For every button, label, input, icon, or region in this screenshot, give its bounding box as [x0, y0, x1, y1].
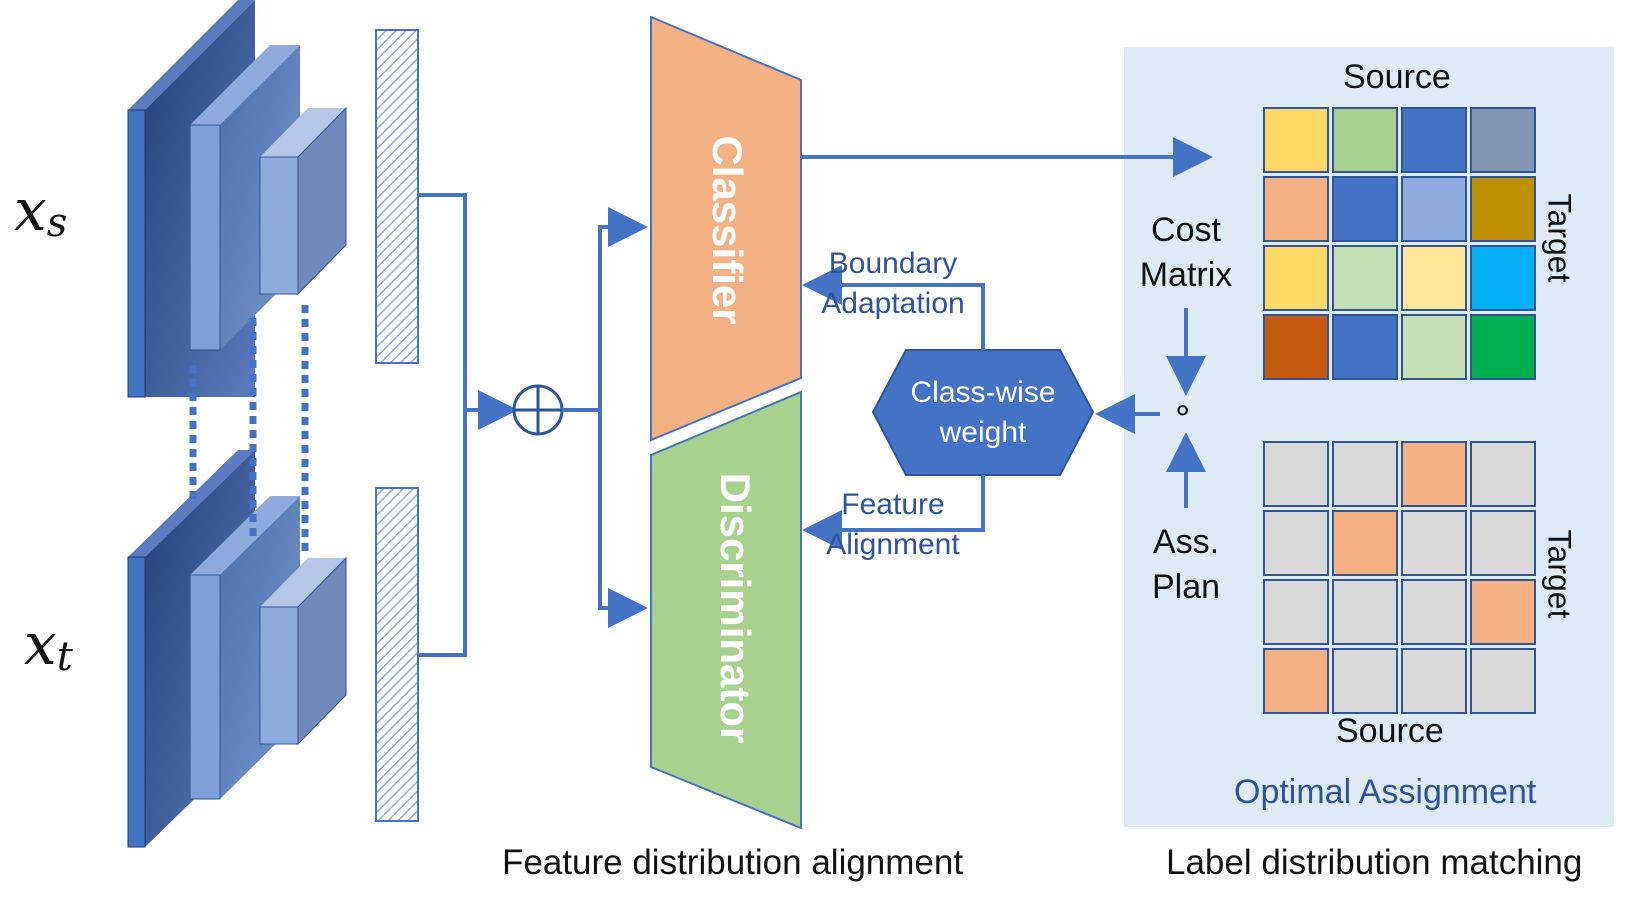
feature-alignment-label: Feature Alignment — [808, 485, 978, 565]
feature-distribution-caption: Feature distribution alignment — [502, 843, 964, 882]
target-block-mid-side — [189, 574, 221, 800]
cost-matrix-source-label: Source — [1343, 58, 1451, 96]
plan-matrix-cell-3-1 — [1332, 648, 1398, 714]
to-classifier-arrow — [598, 207, 648, 410]
plan-matrix-cell-0-1 — [1332, 441, 1398, 507]
cost-matrix-cell-1-0 — [1263, 176, 1329, 242]
plan-matrix-cell-2-1 — [1332, 579, 1398, 645]
boundary-line1: Boundary — [828, 247, 958, 280]
source-input-label: xs — [14, 176, 68, 246]
optimal-assignment-title: Optimal Assignment — [1234, 773, 1537, 811]
feature-line2: Alignment — [826, 528, 960, 561]
class-wise-weight-label: Class-wise weight — [910, 373, 1055, 453]
cost-matrix-cell-1-2 — [1401, 176, 1467, 242]
plan-matrix-cell-3-0 — [1263, 648, 1329, 714]
cost-matrix-cell-3-3 — [1470, 314, 1536, 380]
discriminator-label: Discriminator — [712, 472, 759, 744]
plan-matrix-cell-0-3 — [1470, 441, 1536, 507]
cost-line2: Matrix — [1139, 256, 1233, 294]
plan-line1: Ass. — [1152, 523, 1220, 561]
plan-matrix-cell-1-0 — [1263, 510, 1329, 576]
plan-matrix-cell-2-0 — [1263, 579, 1329, 645]
target-feature-vector — [375, 487, 419, 822]
source-block-small-side — [259, 156, 299, 295]
boundary-adaptation-label: Boundary Adaptation — [808, 244, 978, 324]
plan-target-label: Target — [1541, 529, 1578, 619]
source-feature-vector — [375, 29, 419, 364]
feature-connectors — [418, 193, 518, 657]
plan-matrix-cell-0-2 — [1401, 441, 1467, 507]
plan-matrix-cell-2-3 — [1470, 579, 1536, 645]
cost-matrix-cell-1-1 — [1332, 176, 1398, 242]
source-block-mid-top — [190, 45, 300, 125]
cost-matrix-cell-0-0 — [1263, 107, 1329, 173]
target-cnn-stack — [127, 450, 347, 848]
target-block-large-side — [127, 556, 146, 848]
hadamard-operator: ∘ — [1172, 391, 1194, 429]
source-feature-connector — [418, 193, 467, 410]
feedback-arrows — [802, 265, 1206, 550]
cost-matrix-cell-3-2 — [1401, 314, 1467, 380]
assignment-plan-matrix — [1263, 441, 1536, 714]
target-input-label: xt — [24, 610, 73, 680]
feature-line1: Feature — [841, 488, 945, 521]
source-block-large-top — [128, 0, 255, 110]
plan-matrix-cell-1-3 — [1470, 510, 1536, 576]
target-block-small-side — [259, 606, 299, 745]
plan-source-label: Source — [1336, 712, 1444, 750]
plan-matrix-cell-1-1 — [1332, 510, 1398, 576]
target-block-mid-top — [190, 496, 300, 575]
cost-matrix-label: Cost Matrix — [1126, 208, 1246, 298]
cost-line1: Cost — [1151, 211, 1221, 249]
class-wise-weight-line2: weight — [939, 416, 1027, 449]
cost-matrix-cell-2-1 — [1332, 245, 1398, 311]
label-distribution-caption: Label distribution matching — [1166, 843, 1583, 882]
plan-matrix-cell-0-0 — [1263, 441, 1329, 507]
target-input-subscript: t — [56, 634, 73, 680]
plan-matrix-cell-1-2 — [1401, 510, 1467, 576]
cost-matrix-cell-2-0 — [1263, 245, 1329, 311]
boundary-adaptation-arrow — [802, 265, 985, 350]
cost-matrix-target-label: Target — [1541, 193, 1578, 283]
source-block-large-side — [127, 109, 146, 398]
assignment-plan-label: Ass. Plan — [1126, 520, 1246, 610]
target-block-large-top — [128, 450, 255, 557]
source-block-mid-side — [189, 124, 221, 351]
plan-matrix-cell-3-3 — [1470, 648, 1536, 714]
cost-matrix-cell-1-3 — [1470, 176, 1536, 242]
boundary-line2: Adaptation — [821, 287, 965, 320]
cost-matrix-cell-0-2 — [1401, 107, 1467, 173]
plan-matrix-cell-3-2 — [1401, 648, 1467, 714]
source-cnn-stack — [127, 0, 347, 398]
cost-matrix-cell-0-1 — [1332, 107, 1398, 173]
to-discriminator-arrow — [598, 410, 648, 628]
cost-matrix-cell-2-3 — [1470, 245, 1536, 311]
classifier-block — [650, 15, 802, 442]
source-input-subscript: s — [46, 200, 68, 246]
weight-sharing-dotted-lines — [189, 305, 309, 555]
cost-matrix-cell-0-3 — [1470, 107, 1536, 173]
plan-line2: Plan — [1151, 568, 1221, 606]
plan-matrix-cell-2-2 — [1401, 579, 1467, 645]
target-feature-connector — [418, 410, 467, 657]
cost-matrix-cell-3-0 — [1263, 314, 1329, 380]
feature-alignment-arrow — [802, 475, 985, 550]
source-block-small-top — [260, 108, 346, 157]
cost-matrix-cell-2-2 — [1401, 245, 1467, 311]
discriminator-block — [650, 390, 802, 830]
cost-matrix-cell-3-1 — [1332, 314, 1398, 380]
classifier-label: Classifier — [704, 135, 751, 325]
class-wise-weight-hexagon — [871, 349, 1095, 476]
cost-matrix — [1263, 107, 1536, 380]
class-wise-weight-line1: Class-wise — [910, 376, 1056, 409]
target-block-small-top — [260, 558, 346, 607]
split-connectors — [562, 207, 648, 628]
fusion-operator — [512, 384, 564, 436]
